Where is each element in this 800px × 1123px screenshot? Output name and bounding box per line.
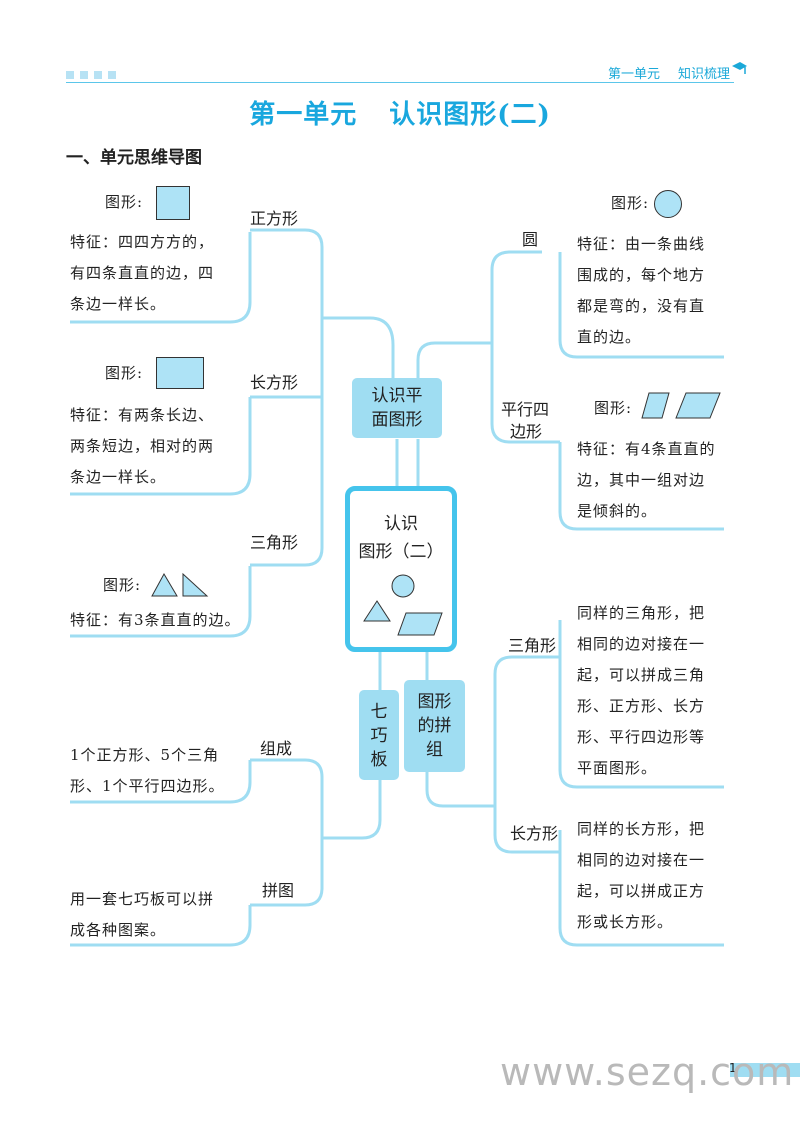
plane-node-line: 认识平: [371, 386, 423, 406]
shapes-illustration: [363, 574, 443, 636]
triangle-shapes: [151, 572, 209, 597]
combine-rectangle-label: 长方形: [510, 824, 559, 843]
square-figure-label: 图形:: [105, 193, 144, 211]
tangram-node-line: 七: [370, 702, 388, 722]
circle-figure-label: 图形:: [611, 194, 650, 212]
plane-node-line: 面图形: [371, 410, 423, 430]
combine-triangle-line: 起，可以拼成三角: [577, 666, 706, 684]
rectangle-feature-line: 两条短边，相对的两: [70, 437, 215, 455]
rectangle-feature-line: 条边一样长。: [70, 468, 167, 486]
combine-triangle-label: 三角形: [508, 636, 557, 655]
combine-triangle-line: 形、平行四边形等: [577, 728, 706, 746]
parallelogram-feature-line: 是倾斜的。: [577, 502, 658, 520]
section-heading: 一、单元思维导图: [66, 148, 202, 168]
combine-triangle-line: 同样的三角形，把: [577, 604, 706, 622]
combine-triangle-line: 相同的边对接在一: [577, 635, 706, 653]
header-section: 知识梳理: [678, 67, 731, 82]
plane-figures-node: 认识平 面图形: [352, 378, 442, 438]
combine-triangle-line: 平面图形。: [577, 759, 658, 777]
combine-node-line: 的拼: [417, 716, 452, 736]
page-title: 第一单元 认识图形(二): [0, 94, 800, 131]
combine-node-line: 组: [426, 740, 443, 760]
combine-rectangle-line: 形或长方形。: [577, 913, 674, 931]
parallelogram-shapes: [641, 392, 721, 419]
center-line: 认识: [384, 514, 418, 534]
parallelogram-label: 平行四: [501, 400, 550, 419]
circle-feature-line: 特征：由一条曲线: [577, 235, 706, 253]
circle-feature-line: 围成的，每个地方: [577, 266, 706, 284]
parallelogram-label: 边形: [510, 422, 543, 441]
graduation-cap-icon: [732, 62, 747, 74]
triangle-label: 三角形: [250, 533, 299, 552]
center-line: 图形（二）: [358, 542, 444, 562]
rectangle-feature-line: 特征：有两条长边、: [70, 406, 215, 424]
circle-feature-line: 都是弯的，没有直: [577, 297, 706, 315]
parallelogram-figure-label: 图形:: [594, 399, 633, 417]
combine-rectangle-line: 相同的边对接在一: [577, 851, 706, 869]
footer-bar: [730, 1063, 800, 1077]
puzzle-text-line: 用一套七巧板可以拼: [70, 890, 215, 908]
square-feature-line: 有四条直直的边，四: [70, 264, 215, 282]
header-rule: [66, 82, 734, 83]
rectangle-label: 长方形: [250, 373, 299, 392]
puzzle-text-line: 成各种图案。: [70, 921, 167, 939]
tangram-node: 七 巧 板: [359, 690, 399, 780]
rectangle-shape: [156, 357, 204, 389]
circle-label: 圆: [522, 230, 539, 249]
watermark: www.sezq.com: [500, 1050, 795, 1094]
title-topic: 认识图形(二): [389, 100, 551, 130]
combine-node-line: 图形: [417, 692, 452, 712]
combine-rectangle-line: 起，可以拼成正方: [577, 882, 706, 900]
composition-text-line: 形、1个平行四边形。: [70, 777, 225, 795]
tangram-node-line: 板: [370, 750, 388, 770]
square-feature-line: 条边一样长。: [70, 295, 167, 313]
triangle-figure-label: 图形:: [103, 576, 142, 594]
combine-rectangle-line: 同样的长方形，把: [577, 820, 706, 838]
header-unit: 第一单元: [608, 67, 661, 82]
square-shape: [156, 186, 190, 220]
combine-triangle-line: 形、正方形、长方: [577, 697, 706, 715]
rectangle-figure-label: 图形:: [105, 364, 144, 382]
puzzle-label: 拼图: [262, 881, 295, 900]
square-label: 正方形: [250, 209, 299, 228]
combine-node: 图形 的拼 组: [404, 680, 465, 772]
composition-text-line: 1个正方形、5个三角: [70, 746, 220, 764]
triangle-feature: 特征：有3条直直的边。: [70, 611, 241, 629]
square-feature-line: 特征：四四方方的，: [70, 233, 215, 251]
center-node: 认识 图形（二）: [345, 486, 457, 652]
parallelogram-feature-line: 边，其中一组对边: [577, 471, 706, 489]
circle-feature-line: 直的边。: [577, 328, 642, 346]
title-unit: 第一单元: [249, 100, 358, 130]
parallelogram-feature-line: 特征：有4条直直的: [577, 440, 716, 458]
page-number: 1: [729, 1061, 737, 1075]
tangram-node-line: 巧: [370, 726, 388, 746]
circle-shape: [654, 190, 682, 218]
composition-label: 组成: [260, 739, 293, 758]
